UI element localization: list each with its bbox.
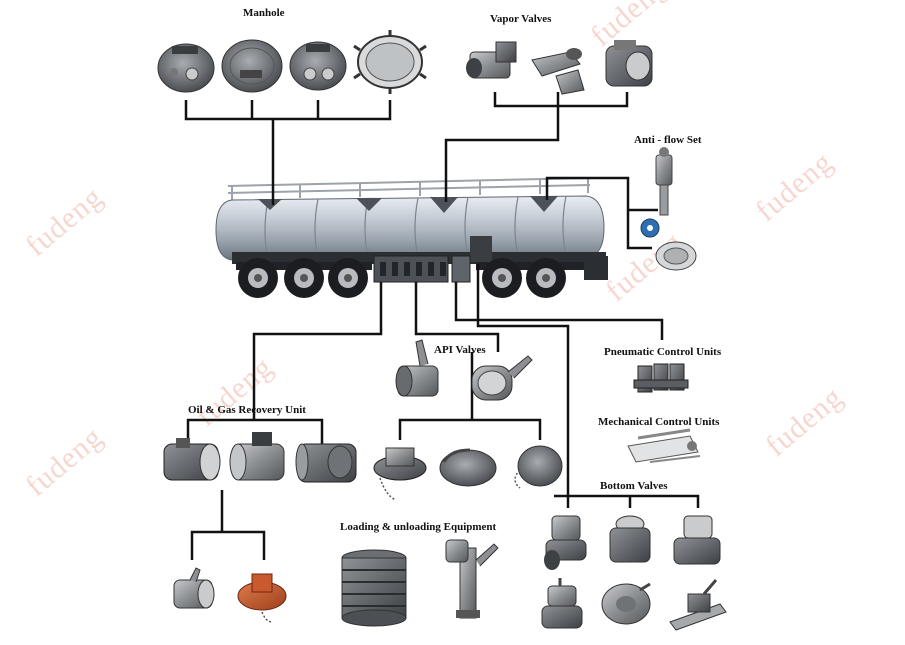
pneumatic-control-units-label: Pneumatic Control Units xyxy=(604,346,722,358)
api-cap-3 xyxy=(514,445,563,489)
api-cap-2 xyxy=(439,448,497,487)
vapor-valve-2 xyxy=(531,48,585,95)
vapor-valve-3 xyxy=(605,40,653,87)
api-cap-1 xyxy=(373,447,427,501)
tanker-trailer xyxy=(215,177,608,298)
pneumatic-control-unit xyxy=(633,363,689,393)
connector-lines xyxy=(184,92,700,560)
manhole-item-3 xyxy=(289,41,347,91)
bottom-valve-4 xyxy=(541,578,583,629)
manhole-label: Manhole xyxy=(243,7,285,19)
loading-bellows xyxy=(341,549,407,627)
oil-gas-recovery-item-3 xyxy=(295,443,357,483)
api-valve-1 xyxy=(395,339,439,397)
manhole-item-4 xyxy=(353,30,427,94)
bottom-valve-2 xyxy=(609,515,651,563)
mechanical-control-units-label: Mechanical Control Units xyxy=(598,416,720,428)
oil-gas-recovery-unit-label: Oil & Gas Recovery Unit xyxy=(188,404,306,416)
loading-unloading-equipment-label: Loading & unloading Equipment xyxy=(340,521,497,533)
api-valve-2 xyxy=(471,355,533,401)
oil-gas-recovery-item-2 xyxy=(229,432,285,481)
oil-gas-coupler xyxy=(173,567,215,609)
oil-gas-cap xyxy=(237,573,287,623)
bottom-valve-6 xyxy=(669,579,727,631)
anti-flow-set-label: Anti - flow Set xyxy=(634,134,702,146)
bottom-valves-label: Bottom Valves xyxy=(600,480,668,492)
api-valves-label: API Valves xyxy=(434,344,486,356)
oil-gas-recovery-item-1 xyxy=(163,438,221,481)
vapor-valve-1 xyxy=(466,41,517,79)
loading-valve-arm xyxy=(445,539,499,619)
bottom-valve-3 xyxy=(673,515,721,565)
manhole-item-2 xyxy=(221,39,283,93)
anti-flow-set-item xyxy=(640,147,697,271)
mechanical-control-unit xyxy=(627,428,701,463)
bottom-valve-1 xyxy=(544,515,587,570)
vapor-valves-label: Vapor Valves xyxy=(490,13,552,25)
bottom-valve-5 xyxy=(601,582,651,625)
manhole-item-1 xyxy=(157,43,215,93)
